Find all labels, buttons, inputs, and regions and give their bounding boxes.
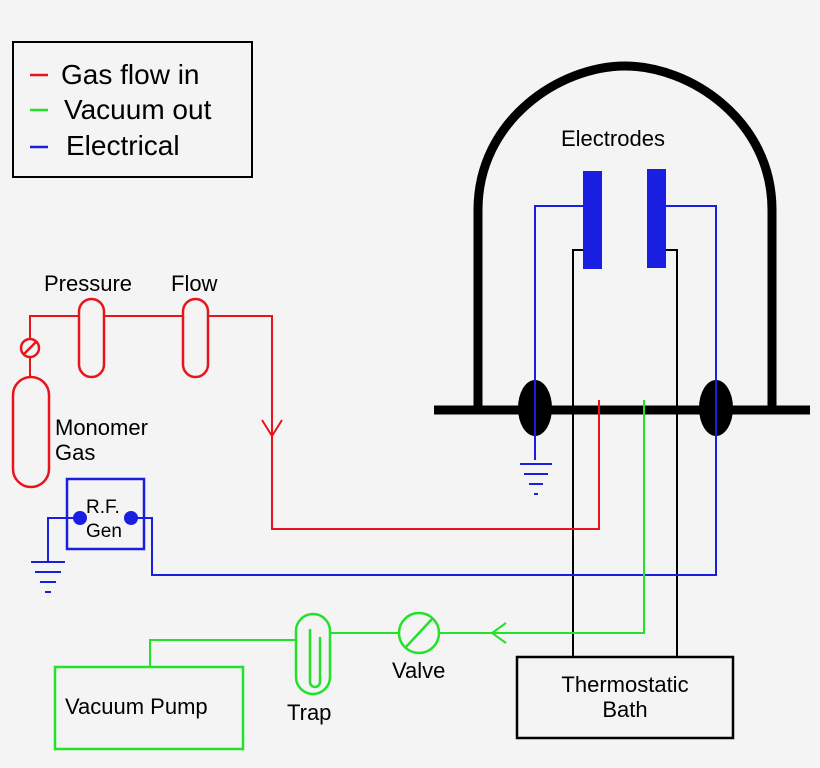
vacuum-flow-arrow <box>490 622 507 644</box>
legend-label-vacuum: Vacuum out <box>64 94 212 125</box>
valve-label: Valve <box>392 658 445 683</box>
ground-icon <box>520 463 552 495</box>
valve-slash <box>405 618 433 648</box>
electrode-left <box>583 171 602 269</box>
vacuum-pump-label: Vacuum Pump <box>65 694 208 719</box>
rf-terminal-left <box>73 511 87 525</box>
monomer-label-line2: Gas <box>55 440 95 465</box>
electrical-wiring <box>47 205 717 576</box>
coolant-line-left <box>572 249 583 657</box>
electrode-right <box>647 169 666 268</box>
electrodes: Electrodes <box>561 126 666 269</box>
legend-box <box>12 41 253 178</box>
thermostatic-bath: Thermostatic Bath <box>515 655 735 740</box>
pressure-gauge <box>77 297 106 379</box>
gas-feed-line <box>29 315 600 530</box>
cold-trap <box>294 612 332 696</box>
legend-label-gas: Gas flow in <box>61 59 200 90</box>
gas-line <box>29 315 600 530</box>
wire-right-electrode-to-rf <box>132 205 717 576</box>
rf-terminal-right <box>124 511 138 525</box>
pressure-label: Pressure <box>44 271 132 296</box>
rf-label-line2: Gen <box>86 521 122 542</box>
gas-components <box>11 297 210 489</box>
coolant-line-right <box>666 249 678 657</box>
vacuum-line-trap-to-pump <box>149 639 300 667</box>
gas-regulator-slash <box>23 341 37 355</box>
bath-label-line1: Thermostatic <box>561 672 688 697</box>
legend-label-electrical: Electrical <box>66 130 180 161</box>
rf-label-line1: R.F. <box>86 497 120 518</box>
cold-trap-inner-tube <box>308 629 322 689</box>
legend: Gas flow in Vacuum out Electrical <box>12 41 253 178</box>
gas-flow-arrow <box>261 419 283 438</box>
monomer-label-line1: Monomer <box>55 415 148 440</box>
vacuum-pump-box <box>53 665 245 751</box>
rf-generator: R.F. Gen <box>65 477 146 551</box>
thermostatic-bath-box <box>515 655 735 740</box>
wire-rf-to-ground <box>47 517 80 562</box>
flow-label: Flow <box>171 271 218 296</box>
ground-icon <box>31 561 65 593</box>
wire-left-electrode <box>534 205 583 460</box>
bath-label-line2: Bath <box>602 697 647 722</box>
monomer-gas-cylinder <box>11 375 51 489</box>
electrodes-label: Electrodes <box>561 126 665 151</box>
rf-generator-box <box>65 477 146 551</box>
vacuum-components <box>53 611 441 751</box>
bell-jar <box>434 61 810 436</box>
thermostatic-lines <box>572 249 678 657</box>
trap-label: Trap <box>287 700 331 725</box>
vacuum-exhaust-line <box>440 400 645 634</box>
bell-jar-dome <box>473 61 777 410</box>
vacuum-line <box>149 400 645 667</box>
flow-meter <box>181 297 210 379</box>
